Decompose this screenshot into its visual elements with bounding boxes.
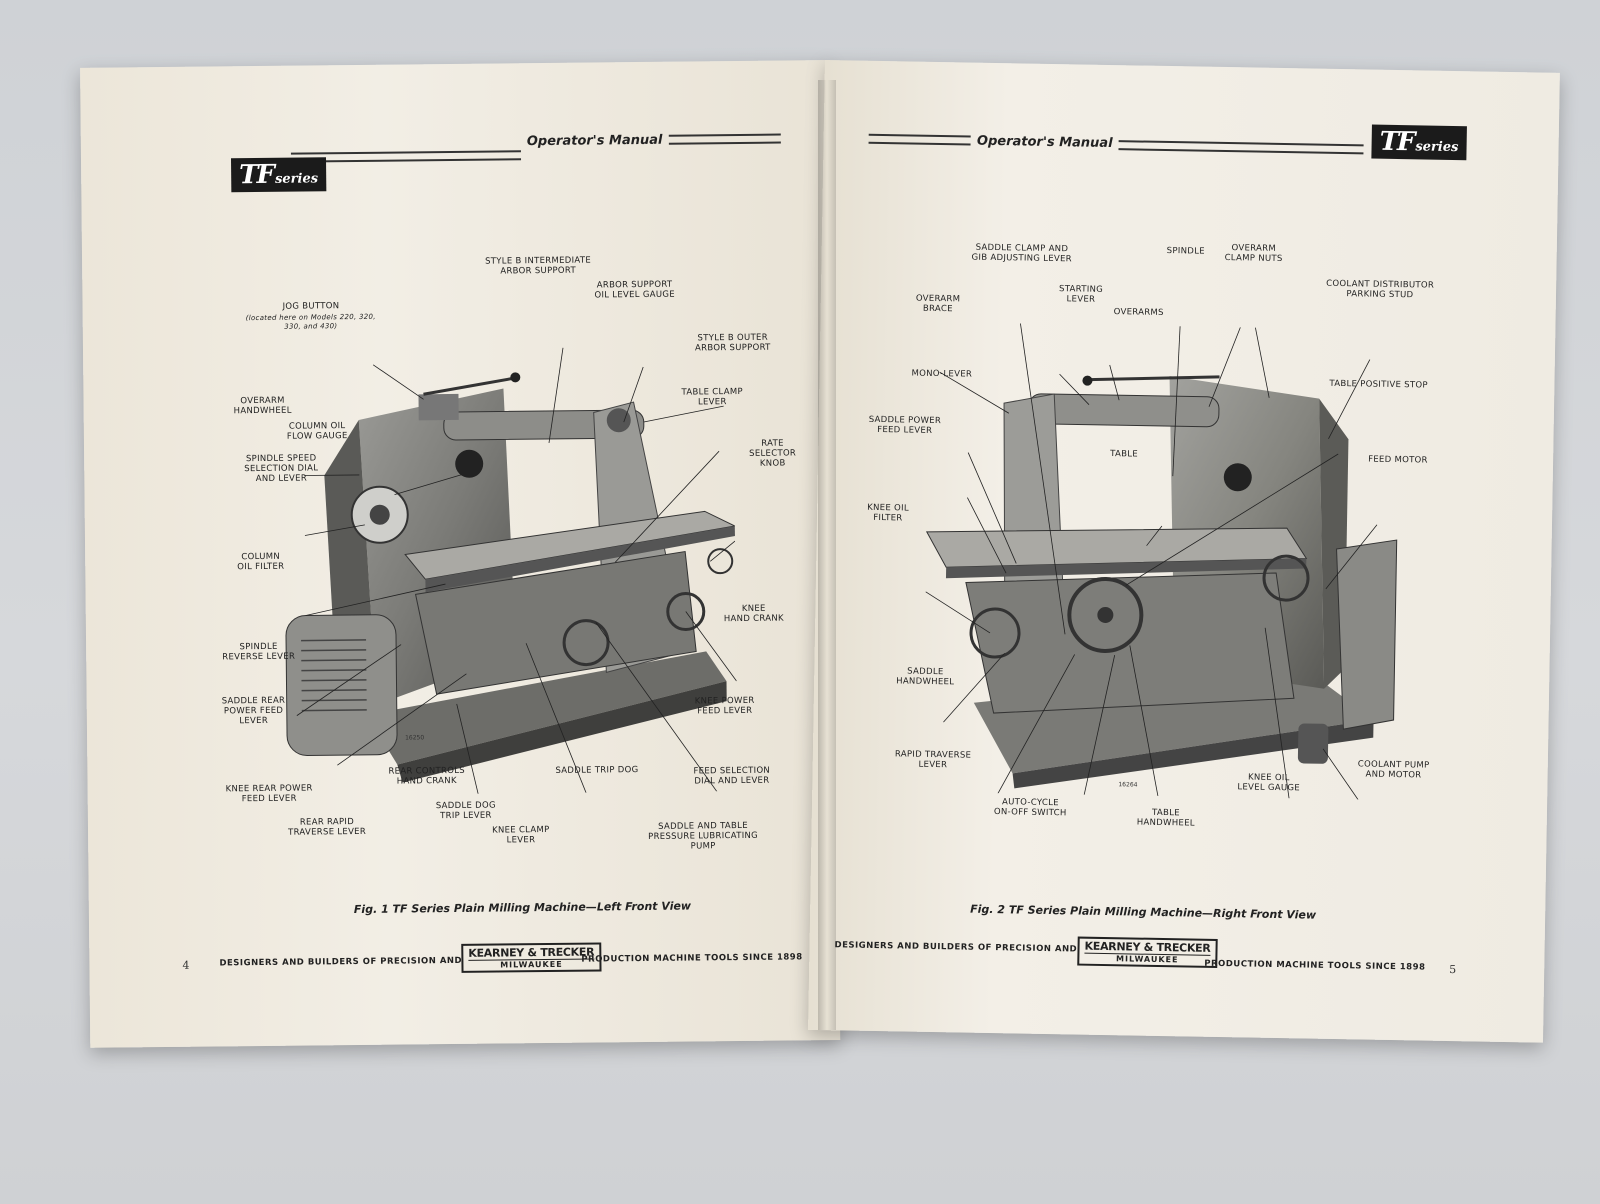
callout-saddle-handwheel: SADDLE HANDWHEEL [896, 666, 955, 688]
callout-knee-oil-level-gauge: KNEE OIL LEVEL GAUGE [1237, 772, 1301, 794]
figure-caption: Fig. 2 TF Series Plain Milling Machine—R… [970, 902, 1317, 922]
tf-series-logo: TF series [1371, 124, 1467, 161]
callout-rate-selector-knob: RATE SELECTOR KNOB [749, 438, 797, 469]
footer-left-text: DESIGNERS AND BUILDERS OF PRECISION AND [834, 940, 1078, 955]
footer-right-text: PRODUCTION MACHINE TOOLS SINCE 1898 [1204, 958, 1426, 973]
tf-logo-series: series [274, 171, 319, 187]
left-header: Operator's Manual [521, 127, 781, 154]
callout-coolant-distributor-parking-stud: COOLANT DISTRIBUTOR PARKING STUD [1326, 278, 1435, 301]
callout-saddle-clamp-and-gib-adjusting-lever: SADDLE CLAMP AND GIB ADJUSTING LEVER [971, 242, 1073, 265]
callout-knee-power-feed-lever: KNEE POWER FEED LEVER [694, 695, 755, 717]
callout-spindle-reverse-lever: SPINDLE REVERSE LEVER [222, 641, 296, 663]
callout-table-handwheel: TABLE HANDWHEEL [1136, 807, 1195, 829]
callout-knee-rear-power-feed-lever: KNEE REAR POWER FEED LEVER [225, 783, 313, 805]
header-rule [868, 133, 972, 146]
callout-jog-button-note: (located here on Models 220, 320, 330, a… [245, 312, 376, 331]
brand-logo-line1: KEARNEY & TRECKER [1084, 939, 1211, 955]
callout-rapid-traverse-lever: RAPID TRAVERSE LEVER [894, 749, 972, 771]
callout-rear-controls-hand-crank: REAR CONTROLS HAND CRANK [388, 765, 465, 787]
callout-mono-lever: MONO-LEVER [911, 368, 973, 380]
callout-table-positive-stop: TABLE POSITIVE STOP [1329, 378, 1428, 391]
tf-logo-text: TF [1379, 126, 1414, 158]
tf-series-logo: TF series [230, 157, 327, 193]
callout-overarm-brace: OVERARM BRACE [915, 293, 961, 315]
footer-left-text: DESIGNERS AND BUILDERS OF PRECISION AND [219, 955, 463, 969]
header-rule [668, 133, 781, 145]
callout-auto-cycle-on-off-switch: AUTO-CYCLE ON-OFF SWITCH [993, 797, 1067, 819]
callout-column-oil-flow-gauge: COLUMN OIL FLOW GAUGE [286, 421, 348, 442]
callout-overarms: OVERARMS [1113, 307, 1164, 318]
brand-logo-line2: MILWAUKEE [468, 958, 595, 970]
figure-number: 16250 [405, 734, 425, 742]
callout-saddle-power-feed-lever: SADDLE POWER FEED LEVER [868, 414, 942, 436]
callout-table-clamp-lever: TABLE CLAMP LEVER [681, 386, 743, 408]
callout-column-oil-filter: COLUMN OIL FILTER [237, 551, 285, 573]
tf-logo-series: series [1415, 139, 1459, 156]
callout-rear-rapid-traverse-lever: REAR RAPID TRAVERSE LEVER [288, 817, 367, 838]
page-number: 4 [182, 958, 190, 972]
header-rule [1118, 140, 1364, 155]
open-booklet: Operator's Manual TF series [70, 60, 1570, 1050]
callout-overarm-clamp-nuts: OVERARM CLAMP NUTS [1224, 243, 1283, 265]
callout-style-b-intermediate-arbor-support: STYLE B INTERMEDIATE ARBOR SUPPORT [485, 255, 592, 277]
left-header-title: Operator's Manual [526, 132, 663, 149]
right-header: Operator's Manual [868, 127, 1118, 155]
callout-feed-motor: FEED MOTOR [1368, 454, 1428, 466]
callout-jog-button: JOG BUTTON [282, 301, 340, 312]
callout-saddle-rear-power-feed-lever: SADDLE REAR POWER FEED LEVER [221, 695, 286, 727]
callout-style-b-outer-arbor-support: STYLE B OUTER ARBOR SUPPORT [694, 332, 771, 354]
tf-logo-text: TF [239, 159, 274, 191]
callout-spindle: SPINDLE [1166, 245, 1205, 257]
figure-caption: Fig. 1 TF Series Plain Milling Machine—L… [353, 899, 692, 917]
page-number: 5 [1449, 963, 1457, 977]
book-spine-shadow [818, 80, 836, 1030]
figure-number: 16264 [1118, 781, 1138, 789]
milling-machine-left-view [285, 347, 738, 796]
right-header-rule-extension [1118, 133, 1364, 161]
footer-right-text: PRODUCTION MACHINE TOOLS SINCE 1898 [581, 952, 803, 965]
milling-machine-right-view [925, 321, 1398, 801]
callout-table: TABLE [1110, 449, 1139, 460]
callout-feed-selection-dial-and-lever: FEED SELECTION DIAL AND LEVER [693, 765, 771, 787]
right-header-title: Operator's Manual [976, 133, 1113, 151]
left-page: Operator's Manual TF series [80, 60, 841, 1048]
callout-knee-hand-crank: KNEE HAND CRANK [723, 603, 784, 625]
callout-spindle-speed-selection-dial: SPINDLE SPEED SELECTION DIAL AND LEVER [244, 453, 319, 485]
brand-logo-line1: KEARNEY & TRECKER [468, 945, 595, 960]
callout-knee-oil-filter: KNEE OIL FILTER [867, 502, 909, 524]
callout-arbor-support-oil-level-gauge: ARBOR SUPPORT OIL LEVEL GAUGE [594, 279, 675, 301]
right-page: Operator's Manual TF series [808, 60, 1560, 1043]
callout-overarm-handwheel: OVERARM HANDWHEEL [233, 395, 292, 417]
callout-coolant-pump-and-motor: COOLANT PUMP AND MOTOR [1357, 759, 1430, 781]
callout-saddle-trip-dog: SADDLE TRIP DOG [555, 765, 639, 776]
callout-saddle-dog-trip-lever: SADDLE DOG TRIP LEVER [435, 800, 496, 822]
kearney-trecker-logo: KEARNEY & TRECKER MILWAUKEE [1077, 936, 1218, 968]
callout-saddle-and-table-pressure-lubricating-pump: SADDLE AND TABLE PRESSURE LUBRICATING PU… [648, 820, 759, 852]
callout-starting-lever: STARTING LEVER [1058, 284, 1104, 305]
callout-knee-clamp-lever: KNEE CLAMP LEVER [491, 824, 550, 846]
